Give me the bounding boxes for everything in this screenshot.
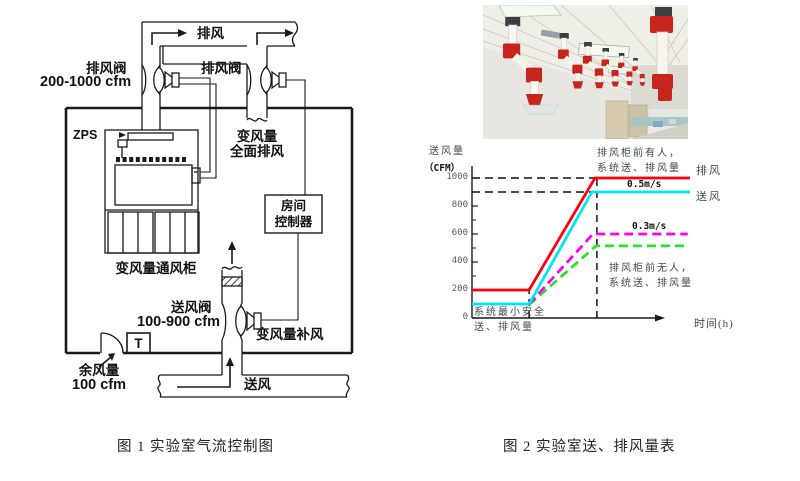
annotation-occupied-line1: 排风柜前有人， — [597, 148, 681, 159]
thermostat-label: T — [134, 336, 143, 351]
room-controller-label: 房间 控制器 — [265, 198, 322, 230]
general-exhaust-label: 变风量 全面排风 — [222, 129, 292, 159]
figure2-caption: 图 2 实验室送、排风量表 — [503, 439, 676, 455]
fig2-chart-series — [472, 176, 690, 319]
fig2-photo — [483, 5, 688, 139]
y-axis-title-line2: （CFM） — [424, 163, 461, 174]
fume-hood-label: 变风量通风柜 — [115, 261, 197, 276]
zps-label: ZPS — [73, 128, 98, 142]
general-exhaust-line2: 全面排风 — [230, 144, 284, 159]
residual-air-line2: 100 cfm — [72, 377, 127, 393]
figure1-caption: 图 1 实验室气流控制图 — [117, 439, 274, 455]
y-tick-label: 600 — [451, 228, 468, 238]
annotation-unoccupied-line1: 排风柜前无人， — [609, 263, 693, 274]
exhaust-valve-left-range: 200-1000 cfm — [40, 74, 132, 90]
face-velocity-low-label: 0.3m/s — [632, 221, 667, 232]
y-axis-title-line1: 送风量 — [429, 146, 465, 157]
annotation-occupied-line2: 系统送、排风量 — [597, 163, 681, 174]
exhaust-duct-label: 排风 — [197, 26, 224, 41]
y-tick-label: 800 — [451, 200, 468, 210]
fig1-diagram — [64, 21, 354, 398]
annotation-minimum-line2: 送、排风量 — [474, 322, 534, 333]
y-tick-label: 0 — [462, 312, 468, 322]
exhaust-series-label: 排风 — [696, 165, 722, 177]
supply-series-label: 送风 — [696, 191, 722, 203]
general-exhaust-line1: 变风量 — [236, 129, 278, 144]
x-axis-title: 时间(h) — [694, 318, 734, 330]
exhaust-valve-left-label: 排风阀 — [86, 61, 127, 76]
supply-valve-range: 100-900 cfm — [137, 314, 221, 330]
room-controller-line2: 控制器 — [274, 215, 313, 229]
annotation-unoccupied-line2: 系统送、排风量 — [609, 278, 693, 289]
y-tick-label: 1000 — [446, 172, 468, 182]
supply-valve-label: 送风阀 — [171, 300, 212, 315]
exhaust-valve-right-label: 排风阀 — [201, 61, 242, 76]
face-velocity-high-label: 0.5m/s — [627, 179, 662, 190]
room-controller-line1: 房间 — [280, 199, 306, 213]
y-tick-label: 200 — [451, 284, 468, 294]
makeup-air-label: 变风量补风 — [256, 327, 324, 342]
residual-air-label: 余风量 100 cfm — [72, 363, 126, 393]
annotation-minimum-line1: 系统最小安全 — [474, 307, 546, 318]
y-tick-label: 400 — [451, 256, 468, 266]
supply-duct-label: 送风 — [244, 377, 271, 392]
residual-air-line1: 余风量 — [78, 363, 120, 378]
